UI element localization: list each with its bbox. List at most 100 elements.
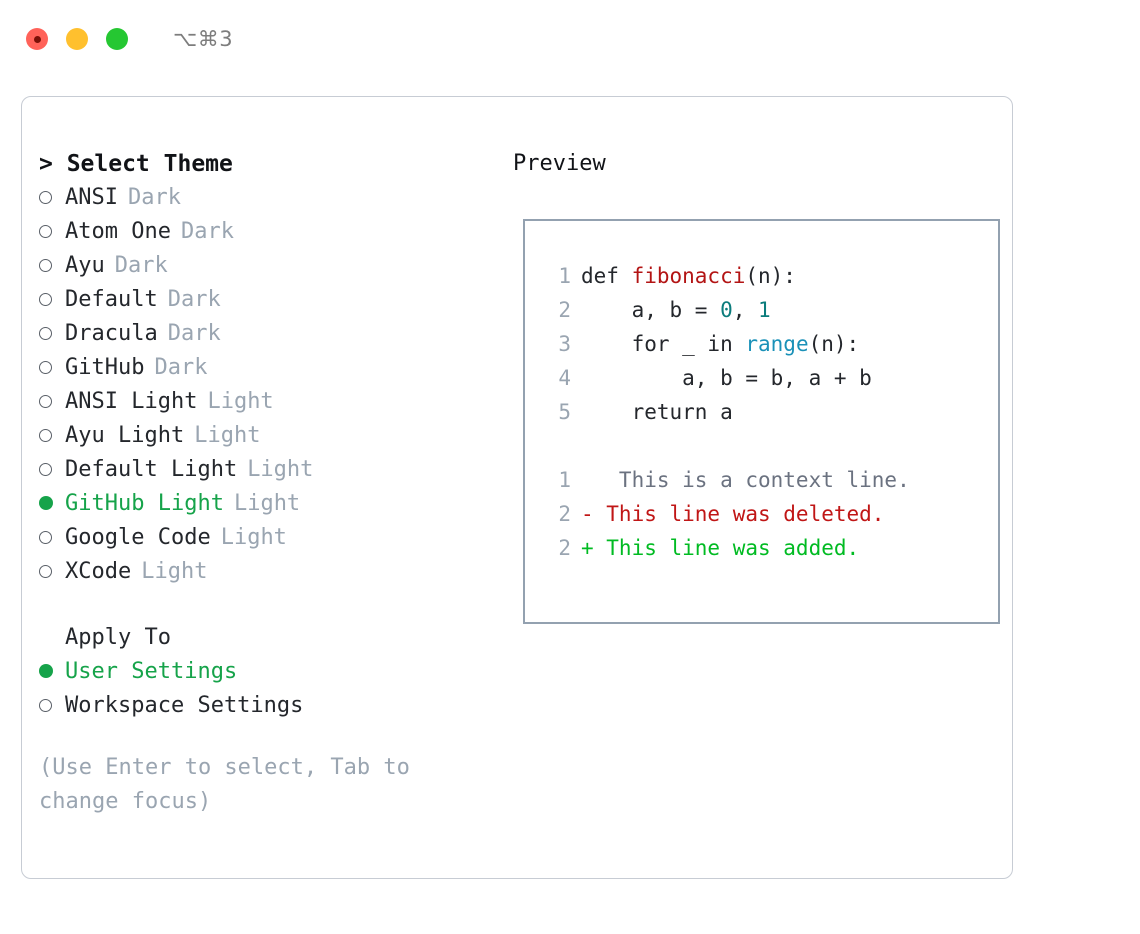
theme-variant-tag: Dark <box>127 185 181 210</box>
token-fn: fibonacci <box>631 264 746 288</box>
radio-unselected-icon <box>39 249 65 283</box>
radio-unselected-icon <box>39 521 65 555</box>
token-builtin: range <box>745 332 809 356</box>
radio-unselected-icon <box>39 317 65 351</box>
theme-list-item[interactable]: Ayu Dark <box>39 249 500 283</box>
theme-variant-tag: Dark <box>167 287 221 312</box>
apply-to-label: Workspace Settings <box>65 693 304 718</box>
theme-variant-tag: Dark <box>180 219 234 244</box>
theme-name: GitHub Light <box>65 491 224 516</box>
radio-selected-icon <box>39 655 65 689</box>
theme-list-item[interactable]: GitHub Dark <box>39 351 500 385</box>
theme-name: Ayu <box>65 253 105 278</box>
close-button[interactable] <box>26 28 48 50</box>
radio-unselected-icon <box>39 385 65 419</box>
theme-name: XCode <box>65 559 132 584</box>
theme-name: ANSI <box>65 185 118 210</box>
token-plain: for _ in <box>581 332 746 356</box>
select-theme-header: > Select Theme <box>39 151 233 177</box>
token-plain: return a <box>581 400 733 424</box>
code-line: 5 return a <box>541 395 998 429</box>
zoom-button[interactable] <box>106 28 128 50</box>
theme-list-item[interactable]: ANSI Dark <box>39 181 500 215</box>
radio-unselected-icon <box>39 283 65 317</box>
code-line: 2 a, b = 0, 1 <box>541 293 998 327</box>
preview-title: Preview <box>513 151 606 176</box>
radio-unselected-icon <box>39 419 65 453</box>
diff-line: 2 - This line was deleted. <box>541 497 998 531</box>
diff-text-add: + This line was added. <box>581 536 860 560</box>
theme-list-item[interactable]: XCode Light <box>39 555 500 589</box>
line-number: 3 <box>558 332 571 356</box>
theme-name: Default <box>65 287 158 312</box>
code-text: a, b = 0, 1 <box>581 293 771 327</box>
theme-name: Ayu Light <box>65 423 185 448</box>
apply-to-option[interactable]: User Settings <box>39 655 500 689</box>
window-controls <box>26 28 128 50</box>
radio-selected-icon <box>39 487 65 521</box>
radio-unselected-icon <box>39 181 65 215</box>
token-plain: a, b = <box>581 298 721 322</box>
diff-sample: 1 This is a context line. 2 - This line wa… <box>541 463 998 565</box>
token-plain: a, b = b, a + b <box>581 366 872 390</box>
token-plain: (n): <box>808 332 860 356</box>
code-text: return a <box>581 395 733 429</box>
line-number: 5 <box>558 400 571 424</box>
theme-name: Atom One <box>65 219 171 244</box>
keyboard-hint: (Use Enter to select, Tab to change focu… <box>39 755 424 814</box>
diff-line: 2 + This line was added. <box>541 531 998 565</box>
code-line: 1 def fibonacci(n): <box>541 259 998 293</box>
radio-unselected-icon <box>39 689 65 723</box>
radio-unselected-icon <box>39 453 65 487</box>
theme-list-item[interactable]: Default Dark <box>39 283 500 317</box>
theme-variant-tag: Dark <box>167 321 221 346</box>
theme-variant-tag: Light <box>141 559 208 584</box>
diff-line: 1 This is a context line. <box>541 463 998 497</box>
line-number: 4 <box>558 366 571 390</box>
line-number: 2 <box>558 536 571 560</box>
theme-name: ANSI Light <box>65 389 198 414</box>
line-number: 1 <box>558 468 571 492</box>
diff-text-del: - This line was deleted. <box>581 502 885 526</box>
code-text: def fibonacci(n): <box>581 259 796 293</box>
theme-list-item[interactable]: Atom One Dark <box>39 215 500 249</box>
theme-list-item[interactable]: ANSI Light Light <box>39 385 500 419</box>
title-bar: ⌥⌘3 <box>0 0 1140 78</box>
code-line: 3 for _ in range(n): <box>541 327 998 361</box>
code-line: 4 a, b = b, a + b <box>541 361 998 395</box>
radio-unselected-icon <box>39 215 65 249</box>
theme-list-item[interactable]: GitHub Light Light <box>39 487 500 521</box>
theme-list-item[interactable]: Dracula Dark <box>39 317 500 351</box>
theme-name: GitHub <box>65 355 145 380</box>
token-num: 0 <box>720 298 733 322</box>
radio-unselected-icon <box>39 351 65 385</box>
theme-variant-tag: Dark <box>154 355 208 380</box>
apply-to-option[interactable]: Workspace Settings <box>39 689 500 723</box>
theme-variant-tag: Light <box>207 389 274 414</box>
radio-unselected-icon <box>39 555 65 589</box>
theme-variant-tag: Dark <box>114 253 168 278</box>
line-number: 2 <box>558 298 571 322</box>
theme-name: Google Code <box>65 525 211 550</box>
theme-variant-tag: Light <box>247 457 314 482</box>
line-number: 2 <box>558 502 571 526</box>
theme-name: Dracula <box>65 321 158 346</box>
apply-to-label: User Settings <box>65 659 238 684</box>
token-plain: def <box>581 264 632 288</box>
theme-variant-tag: Light <box>233 491 301 516</box>
code-text: a, b = b, a + b <box>581 361 872 395</box>
line-number: 1 <box>558 264 571 288</box>
token-num: 1 <box>758 298 771 322</box>
theme-list-item[interactable]: Default Light Light <box>39 453 500 487</box>
theme-name: Default Light <box>65 457 238 482</box>
minimize-button[interactable] <box>66 28 88 50</box>
